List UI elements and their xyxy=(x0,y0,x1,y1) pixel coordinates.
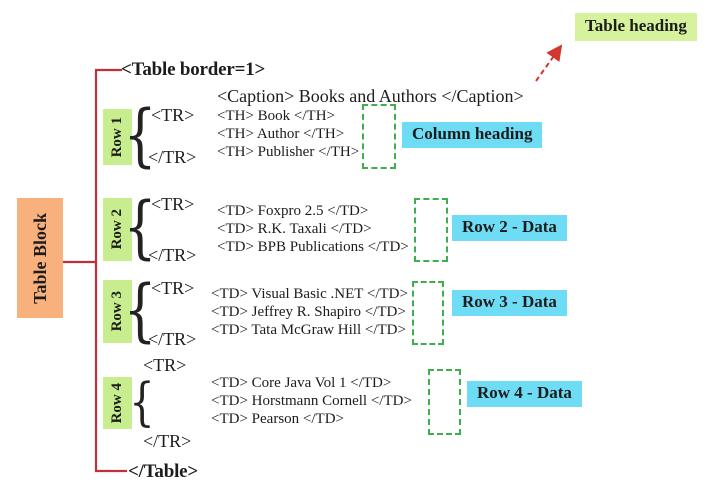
table-block-box: Table Block xyxy=(17,198,63,318)
tag-line: <TD> R.K. Taxali </TD> xyxy=(217,221,372,237)
row-4-brace: { xyxy=(129,373,155,433)
row-3-tr-open-tag: <TR> xyxy=(151,278,195,298)
tag-line: <TH> Author </TH> xyxy=(217,126,345,142)
table-heading-badge: Table heading xyxy=(575,13,697,41)
tag-line: <TD> BPB Publications </TD> xyxy=(217,239,409,255)
tag-line: <TD> Foxpro 2.5 </TD> xyxy=(217,203,369,219)
row-3-brace: { xyxy=(123,271,157,351)
row-4-label-box: Row 4 xyxy=(103,377,132,429)
row-2-tag-lines: <TD> Foxpro 2.5 </TD> <TD> R.K. Taxali <… xyxy=(217,202,409,256)
row-2-tr-close-tag: </TR> xyxy=(148,245,197,265)
row-4-tag-lines: <TD> Core Java Vol 1 </TD> <TD> Horstman… xyxy=(211,374,412,428)
row-3-label-box: Row 3 xyxy=(103,280,132,343)
row-2-brace: { xyxy=(123,188,157,268)
row-3-tag-lines: <TD> Visual Basic .NET </TD> <TD> Jeffre… xyxy=(211,285,408,339)
row-4-tr-open-tag: <TR> xyxy=(143,355,187,375)
row-4-dashed-outline xyxy=(428,369,461,435)
row-2-dashed-outline xyxy=(414,198,448,262)
row-4-tr-close-tag: </TR> xyxy=(143,431,192,451)
row-1-dashed-outline xyxy=(362,104,396,169)
tag-line: <TD> Core Java Vol 1 </TD> xyxy=(211,375,392,391)
table-heading-arrow xyxy=(535,44,563,82)
row-2-tr-open-tag: <TR> xyxy=(151,194,195,214)
tag-line: <TD> Tata McGraw Hill </TD> xyxy=(211,322,406,338)
tag-line: <TD> Jeffrey R. Shapiro </TD> xyxy=(211,304,406,320)
table-open-tag: <Table border=1> xyxy=(121,59,266,80)
tag-line: <TH> Book </TH> xyxy=(217,108,336,124)
table-close-tag: </Table> xyxy=(128,461,199,482)
row-2-data-badge: Row 2 - Data xyxy=(452,215,567,241)
tag-line: <TD> Visual Basic .NET </TD> xyxy=(211,286,408,302)
tag-line: <TD> Horstmann Cornell </TD> xyxy=(211,393,412,409)
row-1-tr-close-tag: </TR> xyxy=(148,147,197,167)
row-1-brace: { xyxy=(123,96,157,176)
tag-line: <TH> Publisher </TH> xyxy=(217,144,360,160)
row-3-tr-close-tag: </TR> xyxy=(148,329,197,349)
row-4-label: Row 4 xyxy=(109,382,125,424)
row-2-label-box: Row 2 xyxy=(103,198,132,261)
row-1-tag-lines: <TH> Book </TH> <TH> Author </TH> <TH> P… xyxy=(217,107,359,161)
table-block-label: Table Block xyxy=(29,212,50,304)
row-3-dashed-outline xyxy=(412,281,444,345)
row-1-label-box: Row 1 xyxy=(103,109,132,165)
tag-line: <TD> Pearson </TD> xyxy=(211,411,344,427)
caption-text: <Caption> Books and Authors </Caption> xyxy=(217,86,524,106)
column-heading-badge: Column heading xyxy=(402,122,543,148)
row-1-tr-open-tag: <TR> xyxy=(151,105,195,125)
row-4-data-badge: Row 4 - Data xyxy=(467,381,582,407)
row-3-data-badge: Row 3 - Data xyxy=(452,290,567,316)
